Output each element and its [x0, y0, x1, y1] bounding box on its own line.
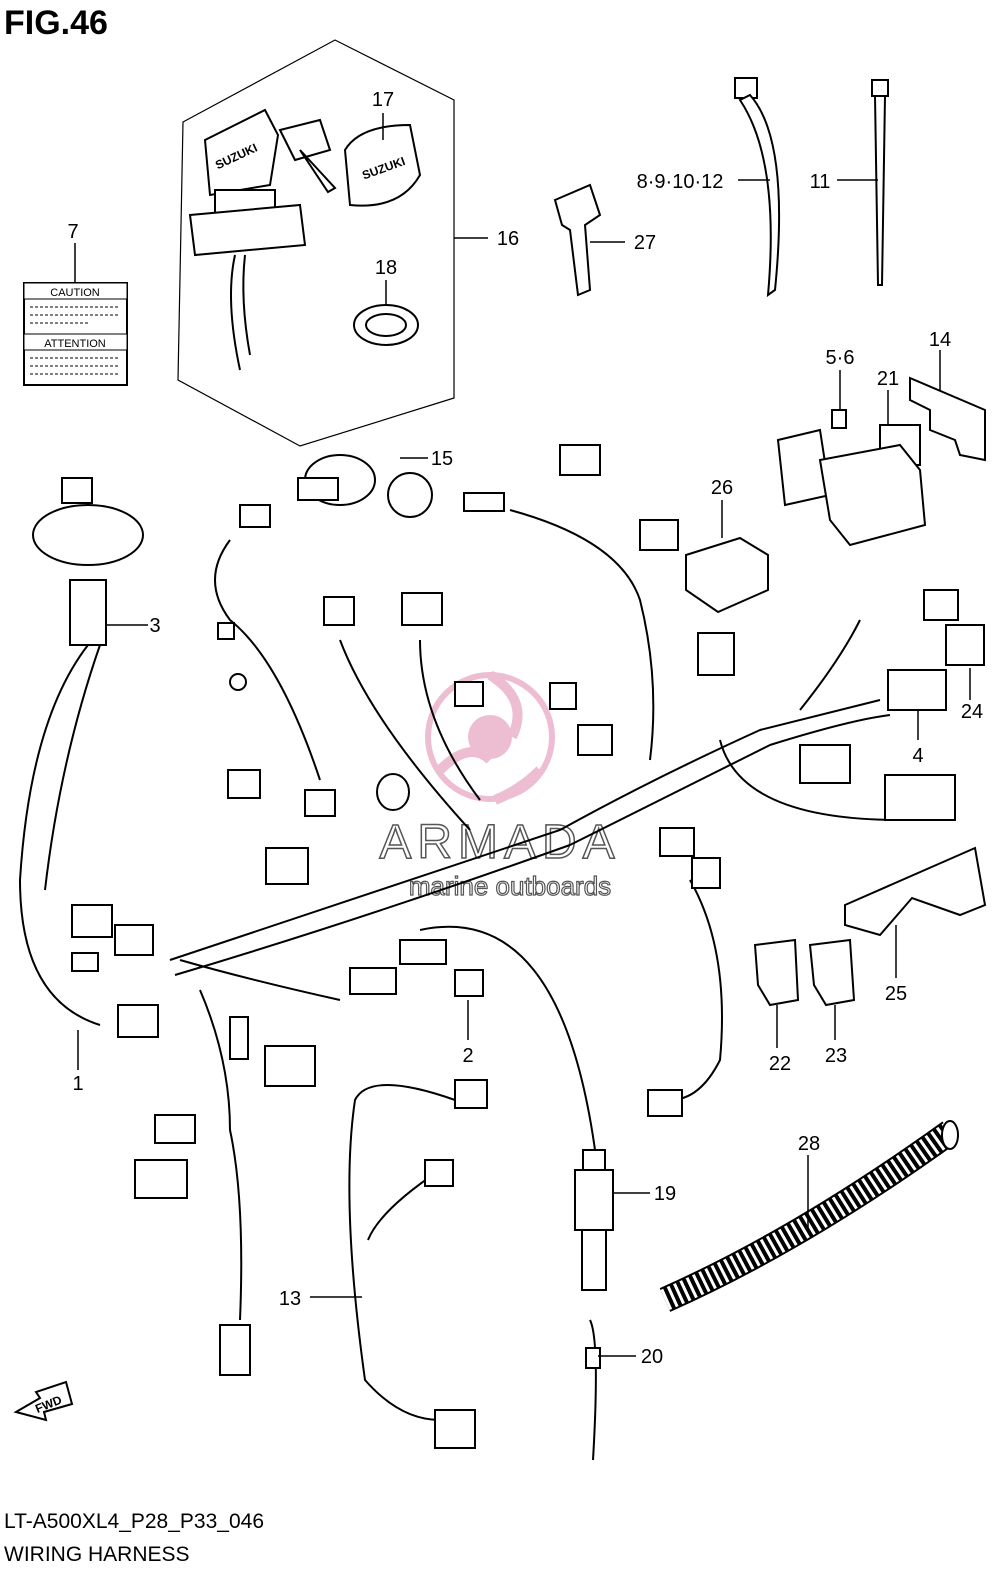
- watermark-logo: [425, 670, 555, 805]
- callout-19: 19: [654, 1183, 676, 1205]
- decal-attention-text: ATTENTION: [44, 338, 106, 350]
- fuse-box: [776, 428, 927, 547]
- spring-clip: [585, 1319, 601, 1461]
- callout-22: 22: [769, 1053, 791, 1075]
- callout-17: 17: [372, 89, 394, 111]
- relay-26: [685, 536, 769, 614]
- callout-21: 21: [877, 368, 899, 390]
- decal-caution-text: CAUTION: [50, 287, 100, 299]
- callout-25: 25: [885, 983, 907, 1005]
- connector-boot-15: [297, 454, 433, 518]
- callout-labels: 1 2 3 4 5·6 7 8·9·10·12 11 13 14 15 16 1…: [67, 89, 983, 1368]
- watermark-brand: ARMADA: [379, 816, 620, 869]
- connector-cover-23: [808, 938, 856, 1007]
- ignition-switch: SUZUKI: [188, 108, 337, 371]
- callout-4: 4: [912, 745, 923, 767]
- callout-16: 16: [497, 228, 519, 250]
- mount-bracket: [844, 846, 987, 937]
- relay-bracket: [909, 376, 986, 462]
- ignition-switch-group-outline: [177, 39, 455, 447]
- fuse: [831, 409, 847, 429]
- callout-26: 26: [711, 477, 733, 499]
- callout-18: 18: [375, 257, 397, 279]
- callout-2: 2: [462, 1045, 473, 1067]
- footer-title: WIRING HARNESS: [4, 1543, 190, 1566]
- cable-clamp: [734, 77, 781, 298]
- callout-23: 23: [825, 1045, 847, 1067]
- forward-arrow-icon: FWD: [13, 1380, 74, 1422]
- connector-cover-22: [753, 938, 800, 1007]
- callout-13: 13: [279, 1288, 301, 1310]
- key: [553, 183, 602, 297]
- harness-grommet: [32, 477, 144, 646]
- corrugated-tube: [659, 1120, 959, 1312]
- caution-decal: CAUTION ATTENTION: [23, 282, 128, 386]
- figure-title: FIG.46: [4, 4, 108, 42]
- key-cover: SUZUKI: [343, 123, 422, 207]
- connector-2: [454, 969, 484, 997]
- footer-code: LT-A500XL4_P28_P33_046: [4, 1510, 264, 1533]
- cable-tie: [871, 79, 889, 286]
- callout-5-6: 5·6: [826, 347, 855, 369]
- main-wiring-harness: [18, 509, 901, 1321]
- watermark-tagline: marine outboards: [409, 871, 611, 901]
- callout-24: 24: [961, 701, 983, 723]
- callout-15: 15: [431, 448, 453, 470]
- callout-28: 28: [798, 1133, 820, 1155]
- callout-20: 20: [641, 1346, 663, 1368]
- harness-connectors: [71, 444, 985, 1376]
- callout-27: 27: [634, 232, 656, 254]
- callout-14: 14: [929, 329, 951, 351]
- sub-harness: [348, 1079, 488, 1449]
- callout-7: 7: [67, 221, 78, 243]
- callout-3: 3: [149, 615, 160, 637]
- callout-8-12: 8·9·10·12: [637, 171, 724, 193]
- oxygen-sensor: [574, 1149, 614, 1291]
- callout-11: 11: [810, 171, 831, 193]
- callout-1: 1: [72, 1073, 83, 1095]
